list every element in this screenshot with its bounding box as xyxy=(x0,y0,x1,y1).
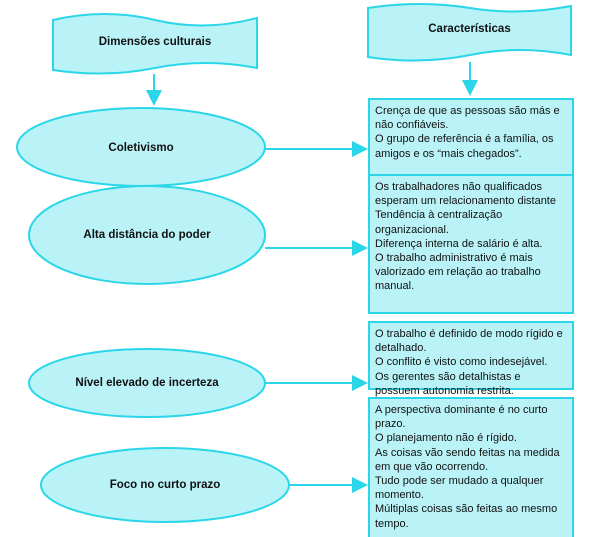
left-header-banner xyxy=(52,13,258,75)
characteristics-box: O trabalho é definido de modo rígido e d… xyxy=(368,321,574,397)
characteristics-box: Crença de que as pessoas são más e não c… xyxy=(368,98,574,177)
dimension-label: Coletivismo xyxy=(108,142,174,154)
ellipse-alta-distancia xyxy=(28,185,266,285)
characteristics-box: A perspectiva dominante é no curto prazo… xyxy=(368,397,574,537)
dimension-label: Nível elevado de incerteza xyxy=(75,377,219,389)
right-header-banner xyxy=(367,3,572,62)
left-header-label: Dimensões culturais xyxy=(98,36,212,48)
right-header-label: Características xyxy=(428,22,511,35)
dimension-label: Alta distância do poder xyxy=(83,229,211,241)
characteristics-box: Os trabalhadores não qualificados espera… xyxy=(368,174,574,314)
dimension-label: Foco no curto prazo xyxy=(109,479,221,491)
